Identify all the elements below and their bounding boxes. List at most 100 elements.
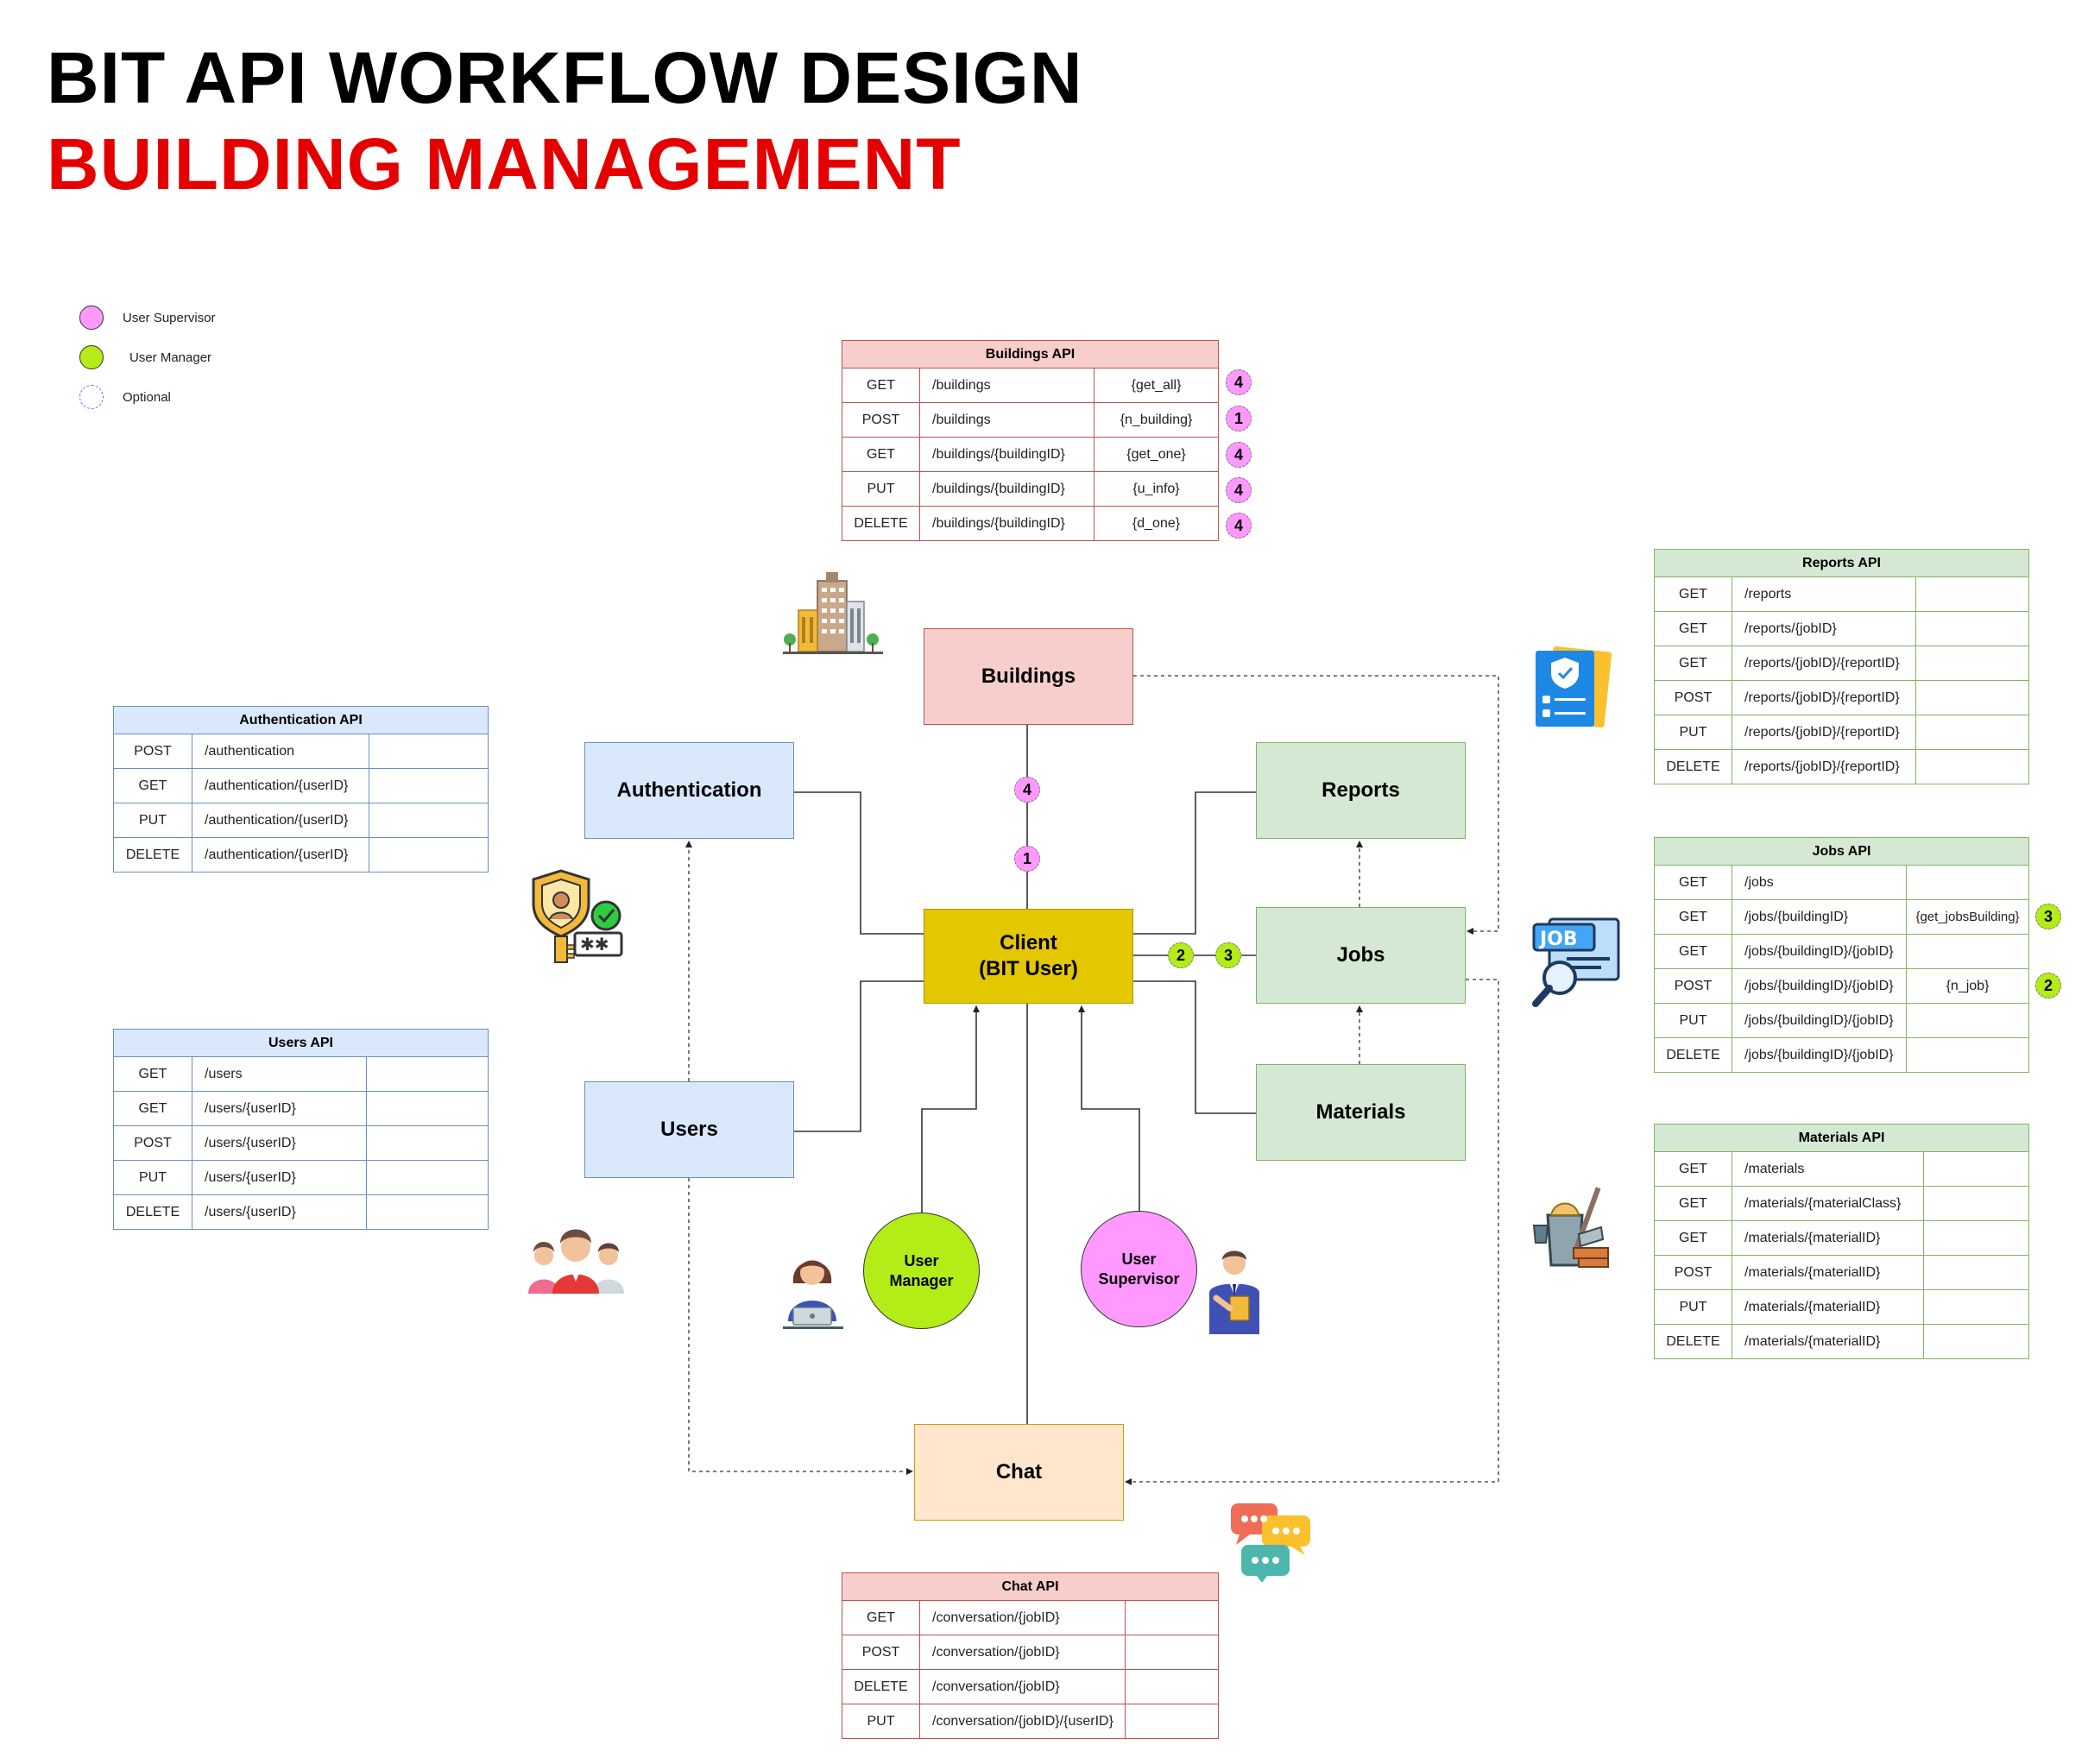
function-cell [1922, 1289, 2030, 1325]
path-cell: /conversation/{jobID} [919, 1635, 1126, 1670]
businessman-icon [1209, 1251, 1259, 1334]
page-subtitle: BUILDING MANAGEMENT [47, 123, 962, 205]
function-cell: {get_all} [1093, 368, 1220, 403]
table-row: GET/materials/{materialClass} [1654, 1186, 2030, 1221]
manager-legend-dot [79, 345, 104, 369]
method-cell: DELETE [842, 1669, 920, 1704]
page-title: BIT API WORKFLOW DESIGN [47, 37, 1083, 118]
function-cell [1915, 646, 2030, 681]
path-cell: /users/{userID} [192, 1091, 367, 1126]
city-buildings-icon [783, 572, 883, 654]
method-cell: GET [1654, 576, 1732, 612]
path-cell: /jobs/{buildingID}/{jobID} [1732, 1037, 1907, 1073]
table-title: Users API [112, 1029, 489, 1057]
path-cell: /materials/{materialID} [1732, 1220, 1924, 1256]
legend-item-supervisor: User Supervisor [79, 306, 216, 330]
function-cell [365, 1091, 489, 1126]
function-cell [365, 1125, 489, 1161]
method-cell: DELETE [1654, 1324, 1732, 1359]
method-cell: PUT [842, 471, 920, 507]
report-checklist-icon [1536, 646, 1612, 728]
svg-text:JOB: JOB [1538, 929, 1578, 950]
path-cell: /materials/{materialID} [1732, 1324, 1924, 1359]
function-cell [1922, 1255, 2030, 1290]
user-supervisor-node[interactable]: User Supervisor [1081, 1211, 1197, 1327]
user-supervisor-sublabel: Supervisor [1098, 1269, 1180, 1288]
table-row: GET/buildings/{buildingID}{get_one} [842, 437, 1220, 472]
path-cell: /authentication/{userID} [192, 803, 369, 838]
chat-api-table: Chat API GET/conversation/{jobID} POST/c… [842, 1572, 1219, 1739]
path-cell: /reports [1732, 576, 1916, 612]
function-cell [1905, 1003, 2030, 1038]
woman-laptop-icon [783, 1260, 843, 1329]
buildings-node[interactable]: Buildings [924, 628, 1133, 725]
table-row: GET/reports/{jobID}/{reportID} [1654, 646, 2030, 681]
reports-node[interactable]: Reports [1256, 742, 1466, 839]
function-cell [1905, 934, 2030, 969]
method-cell: GET [113, 1091, 192, 1126]
table-row: GET/jobs/{buildingID}{get_jobsBuilding} [1654, 899, 2030, 935]
path-cell: /jobs/{buildingID} [1732, 899, 1907, 935]
path-cell: /buildings/{buildingID} [919, 506, 1094, 541]
function-cell [1125, 1635, 1219, 1670]
reports-api-table: Reports API GET/reports GET/reports/{job… [1653, 549, 2030, 784]
method-cell: DELETE [1654, 1037, 1732, 1073]
table-row: PUT/users/{userID} [113, 1160, 489, 1195]
function-cell: {u_info} [1093, 471, 1220, 507]
path-cell: /conversation/{jobID} [919, 1600, 1126, 1635]
path-cell: /authentication [192, 734, 369, 769]
chat-node[interactable]: Chat [914, 1424, 1124, 1521]
legend-item-optional: Optional [79, 385, 171, 409]
user-manager-node[interactable]: User Manager [863, 1213, 980, 1329]
function-cell [1922, 1151, 2030, 1187]
client-node[interactable]: Client (BIT User) [924, 909, 1133, 1004]
method-cell: GET [842, 1600, 920, 1635]
table-row: POST/jobs/{buildingID}/{jobID}{n_job} [1654, 968, 2030, 1004]
method-cell: PUT [842, 1704, 920, 1739]
materials-api-table: Materials API GET/materials GET/material… [1653, 1124, 2030, 1359]
legend-label: User Manager [129, 350, 212, 365]
path-cell: /materials/{materialClass} [1732, 1186, 1924, 1221]
table-row: POST/buildings{n_building} [842, 402, 1220, 438]
method-cell: DELETE [113, 1194, 192, 1230]
path-cell: /users/{userID} [192, 1160, 367, 1195]
function-cell [368, 768, 489, 803]
legend-item-manager: User Manager [79, 345, 211, 369]
table-row: POST/materials/{materialID} [1654, 1255, 2030, 1290]
method-cell: GET [842, 368, 920, 403]
function-cell [1915, 576, 2030, 612]
step-badge: 4 [1226, 513, 1252, 539]
table-title: Buildings API [841, 340, 1220, 369]
step-badge: 1 [1226, 406, 1252, 432]
table-row: POST/users/{userID} [113, 1125, 489, 1161]
step-badge: 1 [1014, 846, 1040, 872]
users-node[interactable]: Users [584, 1081, 794, 1178]
table-row: DELETE/conversation/{jobID} [842, 1669, 1219, 1704]
construction-materials-icon [1532, 1187, 1609, 1268]
chat-bubbles-icon [1231, 1503, 1310, 1582]
step-badge: 3 [1215, 942, 1241, 968]
supervisor-legend-dot [79, 306, 104, 330]
path-cell: /users/{userID} [192, 1125, 367, 1161]
step-badge: 4 [1226, 477, 1252, 503]
table-row: PUT/reports/{jobID}/{reportID} [1654, 715, 2030, 750]
method-cell: DELETE [113, 837, 192, 873]
function-cell: {n_job} [1905, 968, 2030, 1004]
table-row: DELETE/reports/{jobID}/{reportID} [1654, 749, 2030, 784]
path-cell: /reports/{jobID}/{reportID} [1732, 749, 1916, 784]
client-sublabel: (BIT User) [979, 957, 1078, 980]
function-cell: {n_building} [1093, 402, 1220, 438]
path-cell: /reports/{jobID}/{reportID} [1732, 646, 1916, 681]
method-cell: POST [113, 1125, 192, 1161]
user-supervisor-label: User [1121, 1251, 1157, 1268]
method-cell: POST [1654, 1255, 1732, 1290]
function-cell [1915, 611, 2030, 646]
method-cell: DELETE [842, 506, 920, 541]
materials-node[interactable]: Materials [1256, 1064, 1466, 1161]
table-row: PUT/jobs/{buildingID}/{jobID} [1654, 1003, 2030, 1038]
jobs-node[interactable]: Jobs [1256, 907, 1466, 1004]
authentication-node[interactable]: Authentication [584, 742, 794, 839]
function-cell [1915, 749, 2030, 784]
path-cell: /authentication/{userID} [192, 768, 369, 803]
path-cell: /materials/{materialID} [1732, 1255, 1924, 1290]
